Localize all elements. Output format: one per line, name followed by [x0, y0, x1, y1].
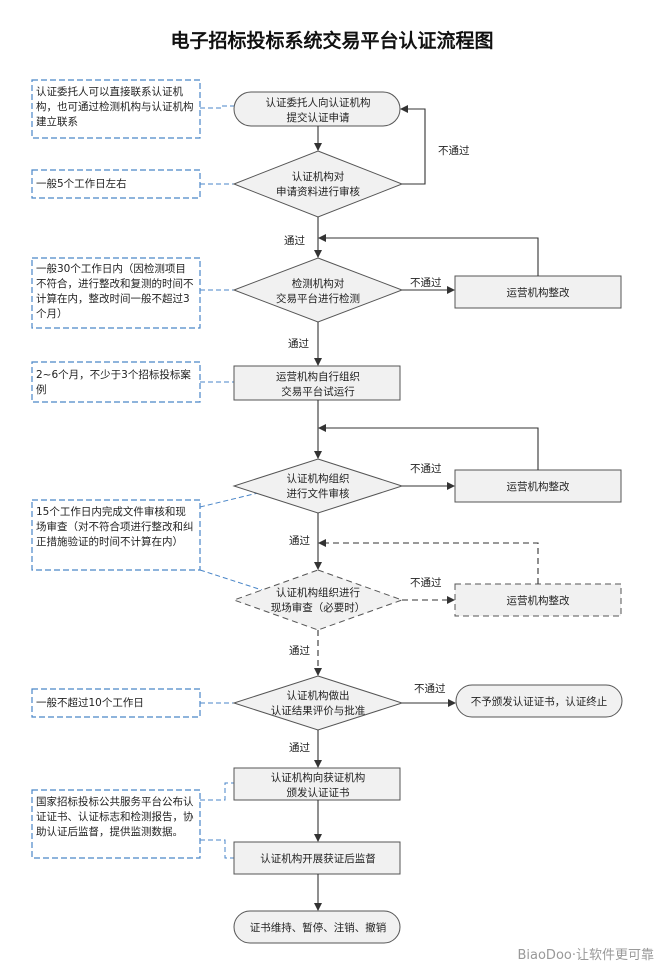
note-contact: 认证委托人可以直接联系认证机构，也可通过检测机构与认证机构建立联系 [36, 86, 194, 128]
review-line-1: 认证机构对 [292, 170, 345, 183]
issue-cert-box [233, 767, 401, 801]
rectify-box-1 [454, 275, 622, 309]
deny-label: 不予颁发认证证书，认证终止 [471, 695, 608, 708]
supervise-box [233, 841, 401, 875]
edge-label-fail-test: 不通过 [410, 276, 442, 289]
edge-label-pass-docreview: 通过 [289, 534, 310, 547]
arrow-review-fail-loop [400, 105, 426, 185]
edge-label-fail-evaluate: 不通过 [414, 682, 446, 695]
edge-label-fail-review: 不通过 [438, 144, 470, 157]
note-trial: 2~6个月，不少于3个招标投标案例 [36, 369, 191, 396]
watermark: BiaoDoo·让软件更可靠 [517, 948, 654, 963]
note-box-30days [31, 257, 201, 329]
note-connector-5a [199, 491, 263, 508]
trial-run-box [233, 365, 401, 401]
end-label: 证书维持、暂停、注销、撤销 [250, 921, 387, 934]
rectify1-label: 运营机构整改 [507, 286, 570, 299]
start-line-2: 提交认证申请 [287, 111, 350, 124]
edge-label-pass-site: 通过 [289, 644, 310, 657]
supervise-label: 认证机构开展获证后监督 [260, 852, 376, 865]
note-connector-1 [200, 105, 234, 109]
arrow-rectify3-loop [318, 539, 539, 584]
test-line-1: 检测机构对 [292, 277, 345, 290]
note-10days: 一般不超过10个工作日 [36, 697, 144, 709]
doc-review-decision [232, 458, 404, 514]
evaluate-line-1: 认证机构做出 [287, 689, 350, 702]
note-box-public-platform [31, 789, 201, 859]
edge-label-pass-review: 通过 [284, 234, 305, 247]
review-line-2: 申请资料进行审核 [276, 185, 360, 198]
note-15days: 15个工作日内完成文件审核和现场审查（对不符合项进行整改和纠正措施验证的时间不计… [36, 506, 194, 548]
site-line-1: 认证机构组织进行 [276, 586, 360, 599]
rectify2-label: 运营机构整改 [507, 480, 570, 493]
docreview-line-1: 认证机构组织 [287, 472, 350, 485]
trial-line-2: 交易平台试运行 [281, 385, 355, 398]
arrow-rectify2-loop [318, 424, 539, 470]
edge-label-fail-docreview: 不通过 [410, 462, 442, 475]
issue-line-1: 认证机构向获证机构 [271, 771, 366, 784]
note-connector-7a [200, 782, 234, 801]
rectify3-label: 运营机构整改 [507, 594, 570, 607]
note-box-contact [31, 79, 201, 139]
trial-line-1: 运营机构自行组织 [276, 370, 360, 383]
note-30days: 一般30个工作日内（因检测项目不符合，进行整改和复测的时间不计算在内，整改时间一… [36, 263, 194, 320]
note-connector-5b [199, 569, 263, 591]
note-connector-7b [200, 839, 234, 859]
evaluate-line-2: 认证结果评价与批准 [271, 704, 366, 717]
test-line-2: 交易平台进行检测 [276, 292, 360, 305]
start-line-1: 认证委托人向认证机构 [266, 96, 371, 109]
review-decision [232, 150, 404, 218]
evaluate-decision [232, 675, 404, 731]
site-line-2: 现场审查（必要时） [271, 601, 366, 614]
edge-label-pass-test: 通过 [288, 337, 309, 350]
note-box-trial [31, 361, 201, 403]
edge-label-pass-evaluate: 通过 [289, 741, 310, 754]
test-decision [232, 257, 404, 323]
end-node [233, 910, 401, 944]
edge-label-fail-site: 不通过 [410, 576, 442, 589]
docreview-line-2: 进行文件审核 [287, 487, 350, 500]
deny-node [455, 684, 623, 718]
page-title: 电子招标投标系统交易平台认证流程图 [170, 30, 494, 52]
rectify-box-3 [454, 583, 622, 617]
site-review-decision [232, 569, 404, 631]
note-public-platform: 国家招标投标公共服务平台公布认证证书、认证标志和检测报告，协助认证后监督，提供监… [36, 796, 194, 838]
arrow-rectify1-loop [318, 234, 539, 276]
note-box-15days [31, 499, 201, 571]
rectify-box-2 [454, 469, 622, 503]
note-5days: 一般5个工作日左右 [36, 178, 127, 190]
issue-line-2: 颁发认证证书 [287, 786, 350, 799]
